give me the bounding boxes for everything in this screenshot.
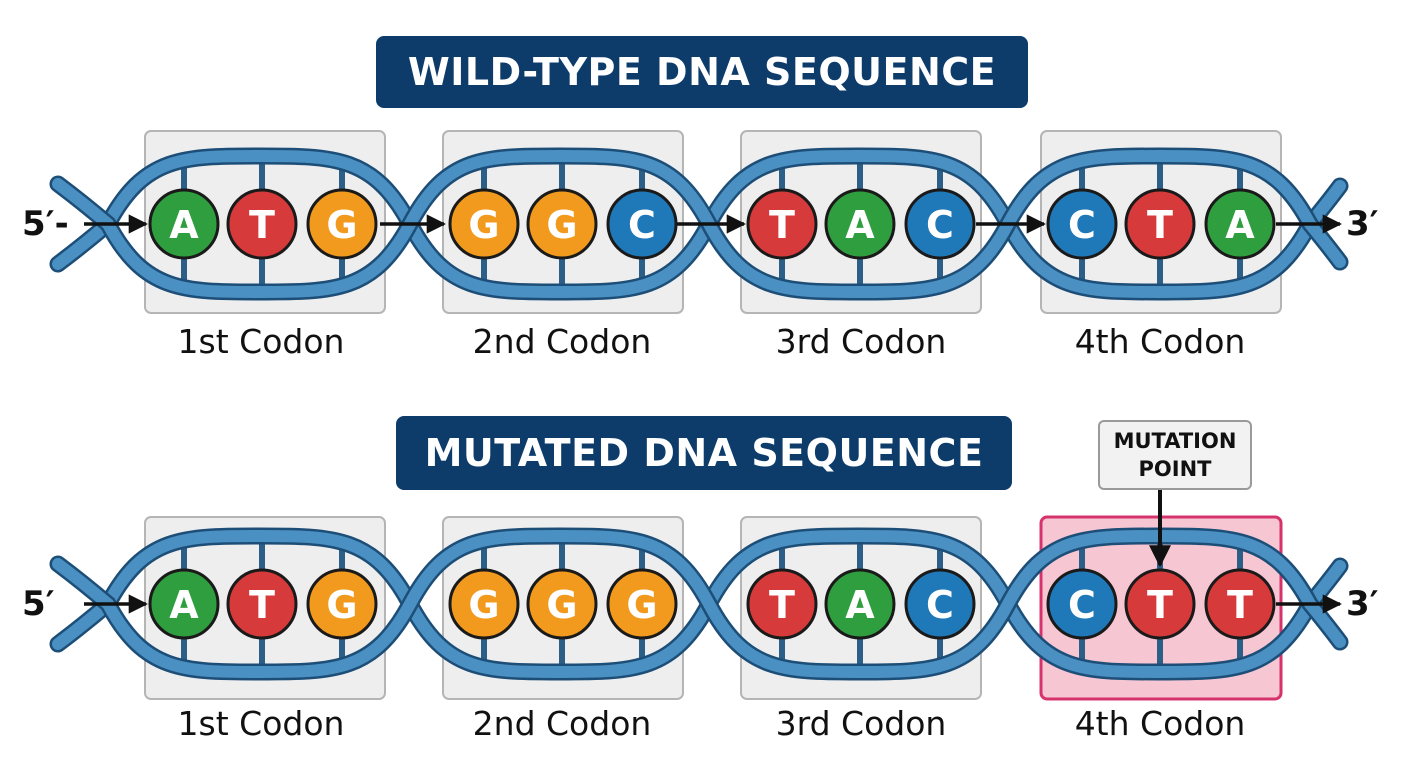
nucleotide-circle	[1124, 188, 1196, 260]
nucleotide-letter: C	[628, 203, 656, 247]
callout-line-2: POINT	[1138, 457, 1212, 481]
nucleotide-circle	[824, 568, 896, 640]
nucleotide-circle	[904, 568, 976, 640]
nucleotide-circle	[526, 188, 598, 260]
nucleotide-circle	[606, 568, 678, 640]
nucleotide-letter: G	[546, 203, 577, 247]
nucleotide-letter: C	[1068, 583, 1096, 627]
five-prime-label-wild-type: 5′-	[22, 204, 69, 244]
nucleotide-letter: A	[169, 583, 199, 627]
nucleotide-circle	[1046, 568, 1118, 640]
codon-label-3: 3rd Codon	[775, 322, 947, 361]
nucleotide-circle	[606, 188, 678, 260]
nucleotide-letter: T	[249, 203, 275, 247]
nucleotide-circle	[306, 188, 378, 260]
nucleotide-letter: A	[1225, 203, 1255, 247]
nucleotide-circle	[226, 188, 298, 260]
nucleotide-circle	[306, 568, 378, 640]
nucleotide-letter: G	[468, 583, 499, 627]
nucleotide-letter: A	[845, 583, 875, 627]
five-prime-label-mutated: 5′	[22, 584, 55, 624]
nucleotide-circle	[226, 568, 298, 640]
nucleotide-letter: T	[769, 203, 795, 247]
nucleotide-circle	[1046, 188, 1118, 260]
codon-label-2: 2nd Codon	[472, 322, 652, 361]
nucleotide-letter: C	[1068, 203, 1096, 247]
mutated-title: MUTATED DNA SEQUENCE	[396, 416, 1012, 490]
nucleotide-circle	[148, 568, 220, 640]
nucleotide-letter: G	[468, 203, 499, 247]
nucleotide-letter: T	[1147, 583, 1173, 627]
codon-label-2: 2nd Codon	[472, 704, 652, 743]
codon-label-4: 4th Codon	[1074, 704, 1246, 743]
codon-label-1: 1st Codon	[177, 704, 345, 743]
mutated-nucleotide-circle	[1204, 568, 1276, 640]
three-prime-label-wild-type: 3′	[1346, 204, 1379, 244]
nucleotide-circle	[1124, 568, 1196, 640]
nucleotide-letter: G	[626, 583, 657, 627]
codon-label-3: 3rd Codon	[775, 704, 947, 743]
codon-label-1: 1st Codon	[177, 322, 345, 361]
nucleotide-circle	[1204, 188, 1276, 260]
codon-label-4: 4th Codon	[1074, 322, 1246, 361]
nucleotide-letter: G	[326, 203, 357, 247]
nucleotide-letter: T	[769, 583, 795, 627]
nucleotide-circle	[824, 188, 896, 260]
nucleotide-circle	[148, 188, 220, 260]
nucleotide-letter: A	[845, 203, 875, 247]
nucleotide-circle	[746, 188, 818, 260]
nucleotide-circle	[526, 568, 598, 640]
nucleotide-letter: C	[926, 203, 954, 247]
nucleotide-letter: G	[326, 583, 357, 627]
nucleotide-letter: A	[169, 203, 199, 247]
nucleotide-letter: T	[249, 583, 275, 627]
nucleotide-letter: C	[926, 583, 954, 627]
callout-line-1: MUTATION	[1113, 429, 1237, 453]
nucleotide-letter: G	[546, 583, 577, 627]
nucleotide-circle	[448, 188, 520, 260]
nucleotide-circle	[904, 188, 976, 260]
nucleotide-circle	[746, 568, 818, 640]
nucleotide-letter: T	[1147, 203, 1173, 247]
wild-type-title: WILD-TYPE DNA SEQUENCE	[376, 36, 1028, 108]
mutation-point-callout: MUTATION POINT	[1098, 420, 1252, 490]
three-prime-label-mutated: 3′	[1346, 584, 1379, 624]
nucleotide-circle	[448, 568, 520, 640]
mutated-nucleotide-letter: T	[1227, 583, 1253, 627]
